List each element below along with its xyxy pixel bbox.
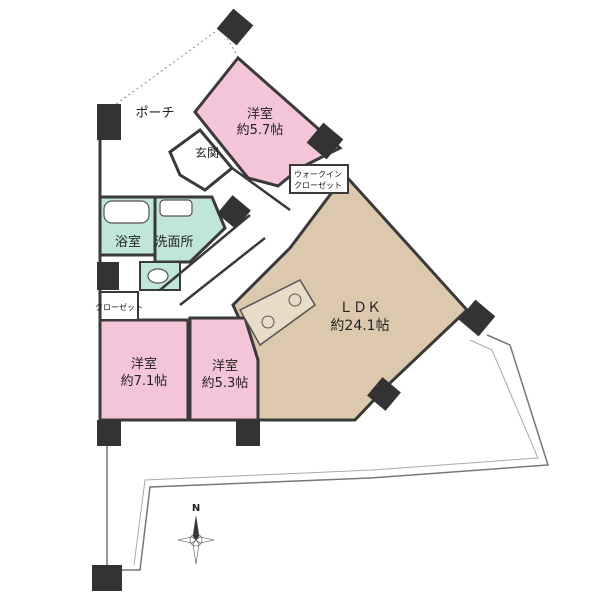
western-room-s-floor (188, 316, 260, 422)
closet-label: クローゼット (95, 302, 143, 312)
western-room-ne-name: 洋室 (247, 106, 273, 122)
compass-icon (177, 515, 215, 565)
toilet-floor (139, 261, 181, 291)
walk-in-closet-label-2: クローゼット (294, 180, 342, 190)
pillar (367, 377, 401, 411)
toilet (147, 268, 169, 284)
entrance-walls (168, 127, 235, 192)
bathroom-label: 浴室 (115, 234, 141, 250)
pillar (236, 420, 260, 446)
pillar (217, 195, 251, 229)
pillar (306, 122, 344, 160)
compass-north-label: N (192, 503, 200, 514)
western-room-ne-size: 約5.7帖 (237, 123, 284, 138)
western-room-s-name: 洋室 (212, 358, 238, 374)
porch-label: ポーチ (135, 106, 174, 121)
kitchen-counter (238, 279, 316, 347)
pillar (97, 104, 121, 140)
pillar (216, 8, 254, 46)
pillar (458, 299, 496, 337)
western-room-s-size: 約5.3帖 (202, 376, 249, 391)
sink (288, 293, 302, 307)
western-room-ne-floor (193, 55, 343, 188)
ldk-size: 約24.1帖 (330, 318, 389, 334)
compass-rose: N (177, 503, 215, 565)
ldk-name: ＬＤＫ (339, 300, 381, 316)
bathtub (103, 200, 150, 224)
stove-burner (261, 315, 275, 329)
pillar (92, 565, 122, 591)
pillar (97, 420, 121, 446)
western-room-sw-size: 約7.1帖 (121, 374, 168, 389)
entrance-label: 玄関 (195, 145, 219, 160)
balcony-inner-outline (133, 339, 539, 566)
pillars (92, 8, 496, 591)
western-room-sw-floor (98, 318, 190, 422)
washroom-label: 洗面所 (154, 235, 193, 250)
pillar (97, 262, 119, 290)
walk-in-closet-label-1: ウォークイン (294, 170, 342, 179)
walk-in-closet-outline (289, 164, 349, 194)
western-room-sw-name: 洋室 (131, 356, 157, 372)
washbasin (159, 199, 193, 217)
closet-outline (99, 291, 139, 321)
